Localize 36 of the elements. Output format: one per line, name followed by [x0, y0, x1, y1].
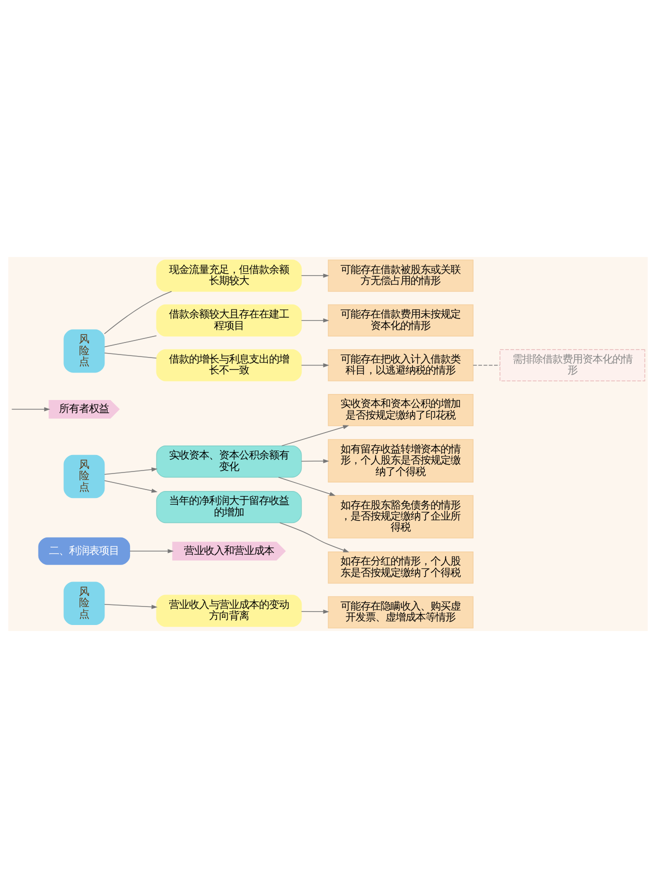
- node-box: 可能存在借款被股东或关联方无偿占用的情形: [328, 260, 474, 292]
- node-box: 风险点: [64, 329, 105, 373]
- arrow: [301, 459, 330, 464]
- node-box: 如存在分红的情形，个人股东是否按规定缴纳了个得税: [328, 552, 474, 584]
- node-box: 可能存在把收入计入借款类科目，以逃避纳税的情形: [328, 349, 474, 382]
- arrow: [278, 476, 336, 496]
- arrow: [129, 549, 174, 554]
- arrow: [301, 363, 330, 368]
- arrow: [104, 480, 158, 493]
- arrow: [281, 425, 350, 446]
- node-box: 如存在股东豁免债务的情形，是否按规定缴纳了企业所得税: [328, 495, 474, 538]
- arrow: [11, 407, 50, 412]
- node-box: 可能存在隐瞒收入、购买虚开发票、虚增成本等情形: [328, 596, 474, 628]
- arrow: [301, 318, 330, 323]
- node-box: 当年的净利润大于留存收益的增加: [156, 491, 302, 524]
- node-box: 如有留存收益转增资本的情形，个人股东是否按规定缴纳了个得税: [328, 439, 474, 482]
- connector: [104, 335, 157, 348]
- node-box: 营业收入与营业成本的变动方向背离: [156, 594, 302, 627]
- connector: [104, 352, 157, 358]
- node-box: 二、利润表项目: [38, 537, 130, 565]
- node-box: 风险点: [64, 582, 105, 626]
- node-box: 实收资本、资本公积余额有变化: [156, 446, 302, 478]
- connector: [472, 364, 500, 366]
- node-box: 可能存在借款费用未按规定资本化的情形: [328, 304, 474, 336]
- arrow: [104, 467, 158, 475]
- node-box: 需排除借款费用资本化的情形: [500, 349, 646, 382]
- arrow: [104, 604, 158, 609]
- arrow: [301, 274, 330, 278]
- node-box: 借款的增长与利息支出的增长不一致: [156, 349, 302, 382]
- arrow: [279, 522, 350, 552]
- node-box: 实收资本和资本公积的增加是否按规定缴纳了印花税: [328, 394, 474, 426]
- node-box: 借款余额较大且存在在建工程项目: [156, 304, 302, 336]
- arrow: [301, 610, 330, 614]
- node-box: 现金流量充足，但借款余额长期较大: [156, 260, 302, 292]
- connector: [104, 291, 172, 334]
- node-box: 风险点: [64, 454, 105, 498]
